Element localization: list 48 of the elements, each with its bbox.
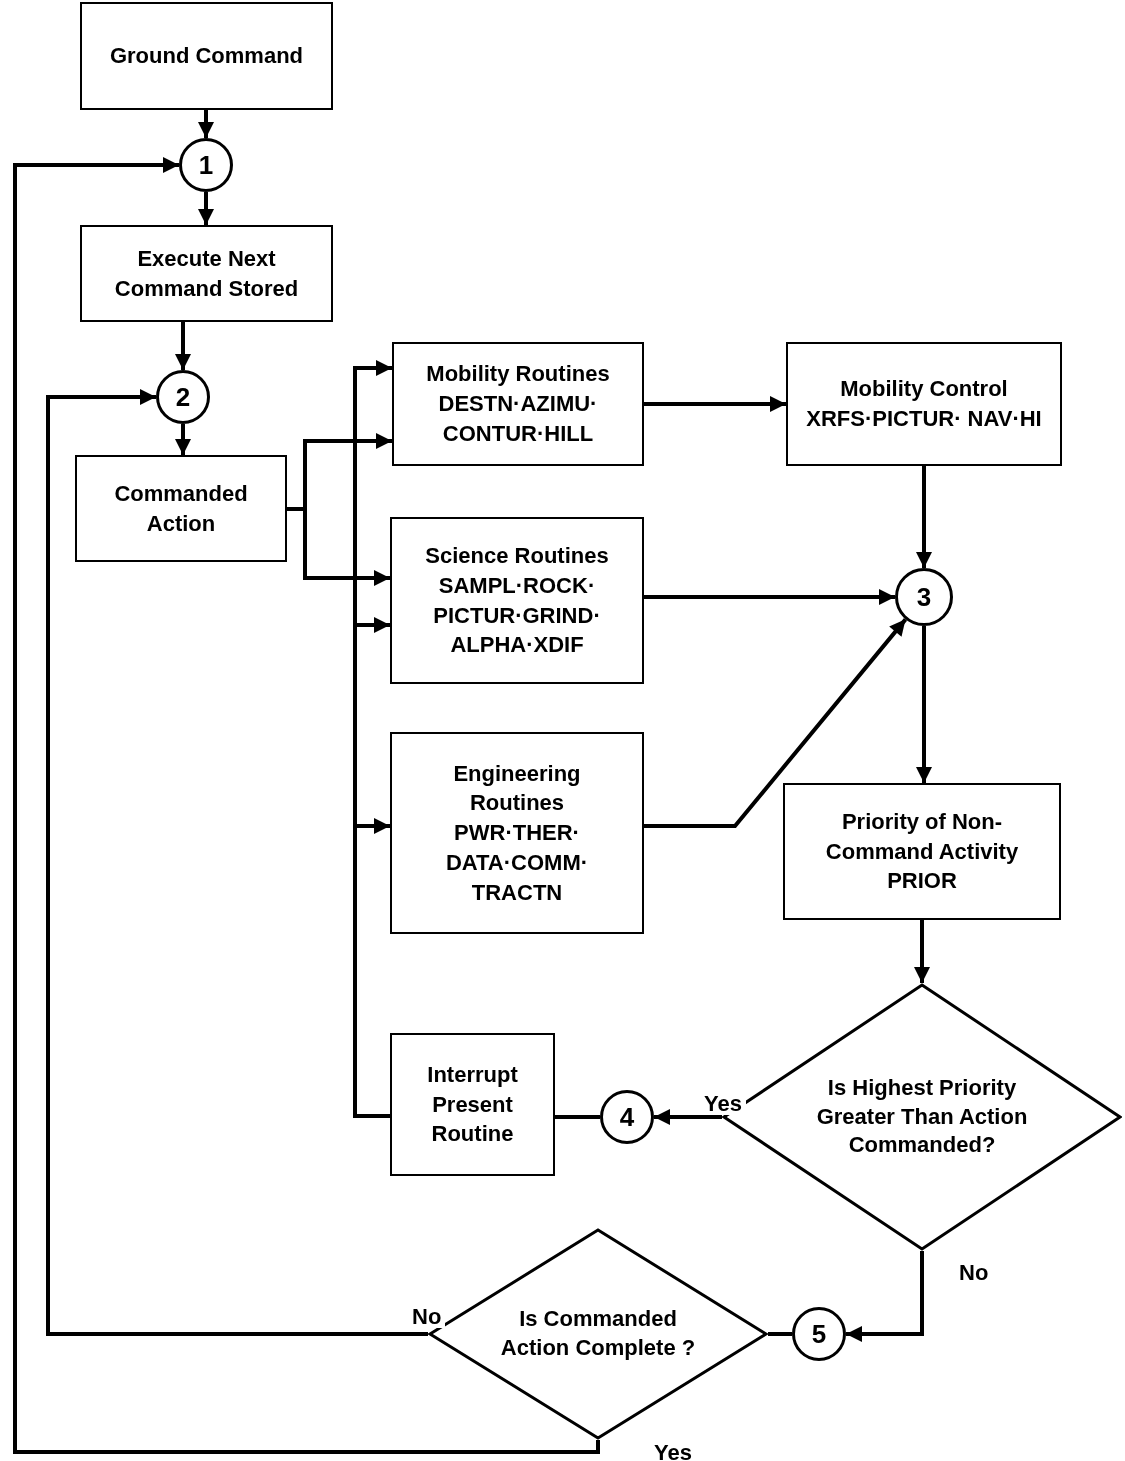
arrow <box>644 618 908 828</box>
box-heading: Mobility Control <box>840 375 1008 404</box>
arrow <box>916 626 932 783</box>
process-box <box>75 455 287 562</box>
process-box <box>390 1033 555 1176</box>
process-box <box>80 2 333 110</box>
box-heading: Science Routines <box>425 542 609 571</box>
circle-number: 2 <box>175 384 191 410</box>
circle-number: 4 <box>619 1104 635 1130</box>
box-body: XRFS·PICTUR· NAV·HI <box>806 405 1042 433</box>
box-body: DESTN·AZIMU· CONTUR·HILL <box>437 390 599 448</box>
box-heading: Engineering Routines <box>452 759 582 818</box>
circle-number: 5 <box>811 1321 827 1347</box>
box-heading: Priority of Non-Command Activity <box>824 807 1020 866</box>
arrow <box>13 157 600 1454</box>
arrow <box>198 192 214 225</box>
arrow <box>175 424 191 455</box>
box-label: Execute Next Command Stored <box>113 244 300 303</box>
box-label: Interrupt Present Routine <box>426 1060 519 1149</box>
arrow <box>175 322 191 370</box>
box-label: Commanded Action <box>113 479 249 538</box>
decision-text: Is Highest Priority Greater Than Action Commanded? <box>815 1074 1029 1160</box>
arrow <box>654 1109 722 1125</box>
connector-line <box>555 1115 600 1119</box>
process-box <box>80 225 333 322</box>
process-box <box>390 517 644 684</box>
box-body: PWR·THER· DATA·COMM· TRACTN <box>444 819 590 907</box>
arrow <box>198 110 214 138</box>
arrow <box>644 589 895 605</box>
arrow <box>287 507 390 586</box>
box-heading: Mobility Routines <box>426 360 610 389</box>
arrow <box>644 396 786 412</box>
process-box <box>390 732 644 934</box>
connector-line <box>768 1332 792 1336</box>
process-box <box>786 342 1062 466</box>
decision-text: Is Commanded Action Complete ? <box>499 1305 697 1362</box>
arrow <box>914 920 930 983</box>
circle-number: 1 <box>198 152 214 178</box>
process-box <box>783 783 1061 920</box>
box-label: Ground Command <box>109 42 304 71</box>
arrow <box>46 389 428 1336</box>
arrow <box>353 818 390 1118</box>
arrow <box>846 1251 924 1342</box>
box-body: PRIOR <box>887 867 957 896</box>
process-box <box>392 342 644 466</box>
arrow <box>916 466 932 568</box>
circle-number: 3 <box>916 584 932 610</box>
box-body: SAMPL·ROCK· PICTUR·GRIND· ALPHA·XDIF <box>432 571 602 660</box>
